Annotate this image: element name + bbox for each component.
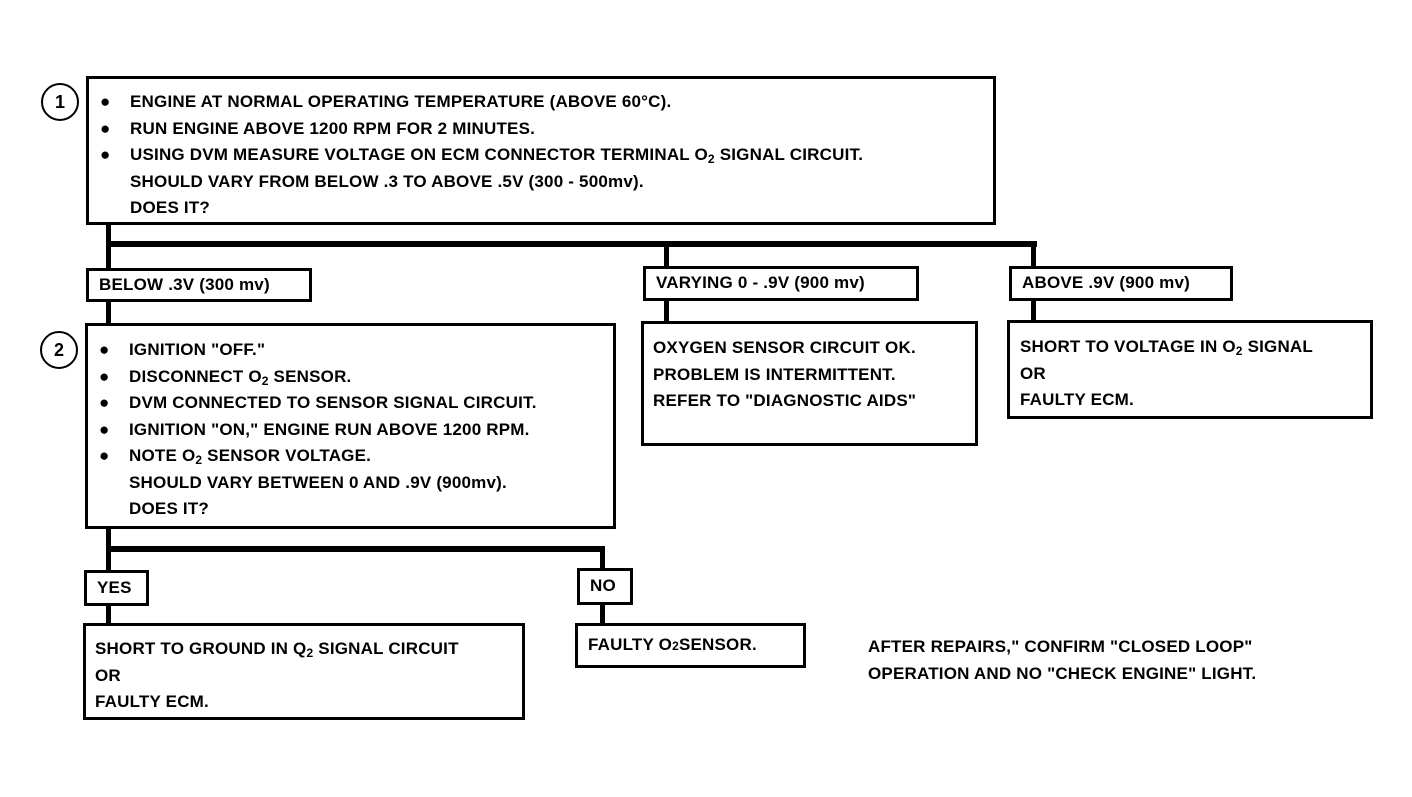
connector-to-below: [106, 241, 111, 269]
step-1-line-3: ●USING DVM MEASURE VOLTAGE ON ECM CONNEC…: [100, 142, 863, 169]
step-1-box: [86, 76, 996, 225]
yes-result-line-1: SHORT TO GROUND IN Q2 SIGNAL CIRCUIT: [95, 639, 459, 660]
step-1-marker: 1: [41, 83, 79, 121]
branch-above-label: ABOVE .9V (900 mv): [1009, 266, 1233, 301]
connector-no-to-result: [600, 603, 605, 625]
varying-result-box: [641, 321, 978, 446]
connector-to-no: [600, 546, 605, 570]
step-2-box: [85, 323, 616, 529]
yes-label: YES: [84, 570, 149, 606]
note-line-1: AFTER REPAIRS," CONFIRM "CLOSED LOOP": [868, 637, 1253, 656]
step-1-line-2: ●RUN ENGINE ABOVE 1200 RPM FOR 2 MINUTES…: [100, 116, 863, 143]
connector-varying-to-result: [664, 300, 669, 324]
yes-result-box: [83, 623, 525, 720]
step-2-line-7: DOES IT?: [129, 499, 209, 518]
bullet-icon: ●: [99, 366, 110, 386]
step-1-line-5: DOES IT?: [130, 198, 210, 217]
step-2-marker: 2: [40, 331, 78, 369]
connector-step1-down: [106, 222, 111, 246]
connector-yesno-bar: [106, 546, 605, 552]
branch-varying-label: VARYING 0 - .9V (900 mv): [643, 266, 919, 301]
note-line-2: OPERATION AND NO "CHECK ENGINE" LIGHT.: [868, 663, 1257, 683]
step-2-text: ●IGNITION "OFF." ●DISCONNECT O2 SENSOR. …: [99, 337, 537, 523]
after-repairs-note: AFTER REPAIRS," CONFIRM "CLOSED LOOP" OP…: [868, 634, 1256, 687]
step-2-line-4: ●IGNITION "ON," ENGINE RUN ABOVE 1200 RP…: [99, 417, 537, 444]
no-label: NO: [577, 568, 633, 605]
bullet-icon: ●: [100, 118, 111, 138]
connector-branch-bar: [106, 241, 1037, 247]
above-result-box: [1007, 320, 1373, 419]
connector-above-to-result: [1031, 300, 1036, 324]
varying-result-text: OXYGEN SENSOR CIRCUIT OK. PROBLEM IS INT…: [653, 335, 916, 415]
connector-below-to-step2: [106, 301, 111, 325]
step-1-line-1: ●ENGINE AT NORMAL OPERATING TEMPERATURE …: [100, 89, 863, 116]
bullet-icon: ●: [100, 145, 111, 164]
varying-result-line-2: PROBLEM IS INTERMITTENT.: [653, 364, 896, 384]
step-2-line-3: ●DVM CONNECTED TO SENSOR SIGNAL CIRCUIT.: [99, 390, 537, 417]
connector-to-varying: [664, 241, 669, 269]
step-2-line-2: ●DISCONNECT O2 SENSOR.: [99, 364, 537, 391]
yes-result-line-3: FAULTY ECM.: [95, 692, 209, 711]
above-result-line-3: FAULTY ECM.: [1020, 390, 1134, 409]
bullet-icon: ●: [99, 446, 110, 465]
branch-below-label: BELOW .3V (300 mv): [86, 268, 312, 302]
bullet-icon: ●: [99, 393, 110, 412]
connector-yes-to-result: [106, 604, 111, 626]
connector-to-above: [1031, 241, 1036, 269]
step-1-line-4: SHOULD VARY FROM BELOW .3 TO ABOVE .5V (…: [130, 171, 644, 191]
above-result-line-1: SHORT TO VOLTAGE IN O2 SIGNAL: [1020, 337, 1313, 358]
bullet-icon: ●: [99, 419, 110, 439]
yes-result-text: SHORT TO GROUND IN Q2 SIGNAL CIRCUIT OR …: [95, 636, 459, 716]
yes-result-line-2: OR: [95, 665, 121, 685]
bullet-icon: ●: [100, 92, 111, 111]
step-2-line-1: ●IGNITION "OFF.": [99, 337, 537, 364]
above-result-text: SHORT TO VOLTAGE IN O2 SIGNAL OR FAULTY …: [1020, 334, 1313, 414]
bullet-icon: ●: [99, 340, 110, 359]
step-1-text: ●ENGINE AT NORMAL OPERATING TEMPERATURE …: [100, 89, 863, 222]
varying-result-line-1: OXYGEN SENSOR CIRCUIT OK.: [653, 338, 916, 357]
step-2-line-6: SHOULD VARY BETWEEN 0 AND .9V (900mv).: [129, 472, 507, 492]
step-2-line-5: ●NOTE O2 SENSOR VOLTAGE.: [99, 443, 537, 470]
varying-result-line-3: REFER TO "DIAGNOSTIC AIDS": [653, 391, 917, 410]
above-result-line-2: OR: [1020, 363, 1046, 383]
